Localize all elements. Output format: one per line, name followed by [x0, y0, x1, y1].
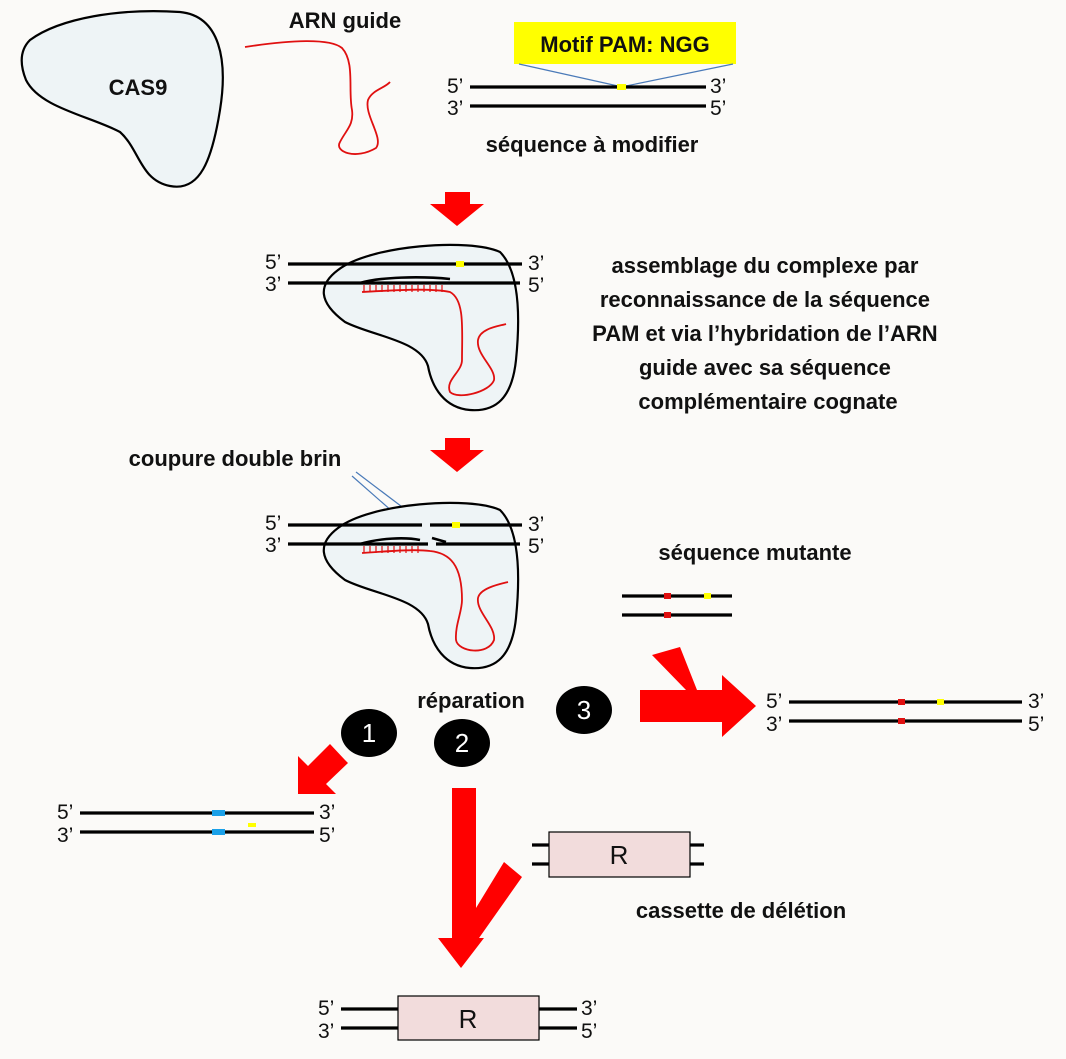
guide-rna-label: ARN guide — [289, 8, 401, 33]
cleavage-end-5-upper: 5’ — [265, 512, 281, 535]
cleavage-end-3-upper: 3’ — [528, 513, 544, 536]
cas9-complex-cleavage — [322, 501, 520, 670]
pathway-number-2: 2 — [455, 728, 469, 758]
step-arrow-1 — [430, 192, 484, 226]
pam-callout-line-right — [625, 63, 734, 87]
pathway-2-arrow — [438, 788, 522, 968]
deletion-cassette-letter: R — [610, 840, 629, 870]
assembly-end-3-upper: 3’ — [528, 252, 544, 275]
nhej-end-3-upper: 3’ — [319, 801, 335, 824]
top-end-3-upper: 3’ — [710, 75, 726, 98]
pam-callout-line-left — [518, 63, 619, 87]
result-cassette-letter: R — [459, 1004, 478, 1034]
hdr-mutation-mark-lower — [898, 718, 905, 724]
assembly-description: assemblage du complexe par reconnaissanc… — [592, 253, 944, 414]
result-end-5-lower: 5’ — [581, 1020, 597, 1043]
mutant-sequence-label: séquence mutante — [658, 540, 851, 565]
assembly-end-5-lower: 5’ — [528, 274, 544, 297]
assembly-line: assemblage du complexe par — [611, 253, 918, 278]
pathway-badge-2 — [434, 719, 490, 767]
pathway-1-arrow — [298, 744, 348, 794]
nhej-end-3-lower: 3’ — [57, 824, 73, 847]
mutant-mutation-mark-upper — [664, 593, 671, 599]
assembly-end-3-lower: 3’ — [265, 273, 281, 296]
hdr-end-3-lower: 3’ — [766, 713, 782, 736]
pathway-badge-1 — [341, 709, 397, 757]
pam-motif-box — [514, 22, 736, 64]
hdr-mutation-mark-upper — [898, 699, 905, 705]
assembly-guide-rna — [361, 288, 507, 397]
guide-rna — [244, 40, 391, 155]
target-sequence-label: séquence à modifier — [486, 132, 699, 157]
cleavage-displaced-strand-end — [431, 536, 447, 544]
assembly-line: complémentaire cognate — [638, 389, 897, 414]
pathway-number-3: 3 — [577, 695, 591, 725]
assembly-line: guide avec sa séquence — [639, 355, 891, 380]
mutant-pam-mark — [704, 593, 711, 599]
hdr-end-3-upper: 3’ — [1028, 690, 1044, 713]
cas9-label: CAS9 — [109, 75, 168, 100]
cas9-protein — [20, 10, 224, 188]
cleavage-displaced-strand — [359, 537, 421, 546]
assembly-displaced-strand — [359, 276, 451, 285]
top-end-5-lower: 5’ — [710, 97, 726, 120]
step-arrow-2 — [430, 438, 484, 472]
cas9-complex-assembly — [322, 243, 520, 412]
result-end-5-upper: 5’ — [318, 997, 334, 1020]
cleavage-end-3-lower: 3’ — [265, 534, 281, 557]
nhej-end-5-upper: 5’ — [57, 801, 73, 824]
assembly-end-5-upper: 5’ — [265, 251, 281, 274]
pathway-3-arrow — [640, 647, 756, 737]
nhej-indel-mark-lower — [212, 829, 225, 835]
repair-label: réparation — [417, 688, 525, 713]
nhej-end-5-lower: 5’ — [319, 824, 335, 847]
pathway-number-1: 1 — [362, 718, 376, 748]
hdr-end-5-lower: 5’ — [1028, 713, 1044, 736]
deletion-cassette-label: cassette de délétion — [636, 898, 846, 923]
cleavage-pam-mark — [452, 522, 460, 528]
nhej-indel-mark-upper — [212, 810, 225, 816]
top-end-3-lower: 3’ — [447, 97, 463, 120]
mutant-mutation-mark-lower — [664, 612, 671, 618]
double-strand-break-label: coupure double brin — [129, 446, 342, 471]
cleavage-end-5-lower: 5’ — [528, 535, 544, 558]
assembly-line: PAM et via l’hybridation de l’ARN — [592, 321, 938, 346]
hdr-end-5-upper: 5’ — [766, 690, 782, 713]
top-pam-mark — [617, 84, 626, 90]
pam-motif-label: Motif PAM: NGG — [540, 32, 709, 57]
result-cassette-box — [397, 995, 540, 1041]
assembly-rna-hybrid-ticks — [363, 285, 443, 292]
assembly-pam-mark — [456, 261, 464, 267]
cleavage-guide-rna — [361, 549, 509, 652]
pathway-badge-3 — [556, 686, 612, 734]
assembly-line: reconnaissance de la séquence — [600, 287, 930, 312]
result-end-3-lower: 3’ — [318, 1020, 334, 1043]
hdr-pam-mark — [937, 699, 944, 705]
top-end-5-upper: 5’ — [447, 75, 463, 98]
deletion-cassette-box — [548, 831, 691, 878]
result-end-3-upper: 3’ — [581, 997, 597, 1020]
nhej-pam-mark — [248, 823, 256, 827]
